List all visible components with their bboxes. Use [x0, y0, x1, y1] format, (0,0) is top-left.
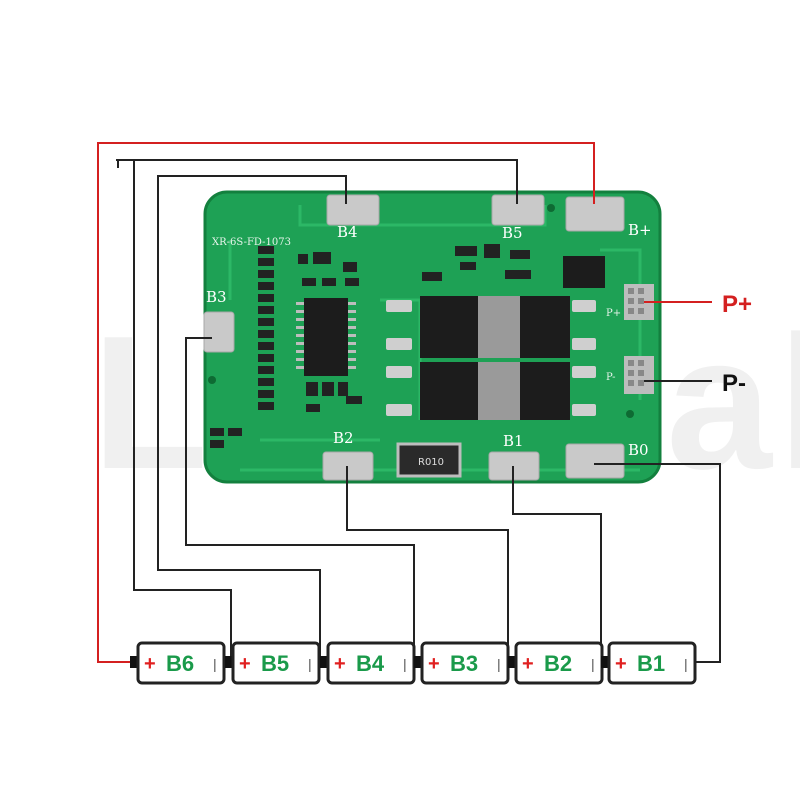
cell-minus-sign: |	[497, 656, 501, 672]
cell-b3: + B3 |	[414, 641, 510, 685]
sense-resistor-marking: R010	[418, 457, 444, 468]
wire-b5-lead	[133, 160, 232, 662]
wire-b1	[512, 466, 602, 662]
wire-b5-to-cells	[116, 159, 518, 204]
cell-plus-sign: +	[522, 653, 534, 675]
wire-b0	[594, 463, 721, 663]
wire-b2	[346, 466, 509, 662]
mounting-hole	[626, 410, 634, 418]
terminal-pplus-label: P+	[722, 291, 752, 318]
cell-b1: + B1 |	[601, 641, 697, 685]
pad-label-b5: B5	[502, 224, 523, 242]
cell-b2: + B2 |	[508, 641, 604, 685]
cell-b6: + B6 |	[130, 641, 226, 685]
pad-b3	[203, 311, 235, 353]
cell-b5: + B5 |	[225, 641, 321, 685]
cell-minus-sign: |	[308, 656, 312, 672]
cell-label: B5	[261, 651, 289, 676]
cell-plus-sign: +	[334, 653, 346, 675]
regulator-chip	[563, 256, 605, 288]
wires	[97, 142, 721, 663]
pad-b0	[565, 443, 625, 479]
battery-cells: + B6 | + B5 | + B4 | + B3 | +	[130, 641, 697, 685]
cell-plus-sign: +	[239, 653, 251, 675]
cell-minus-sign: |	[684, 656, 688, 672]
mounting-hole	[208, 376, 216, 384]
small-components	[298, 244, 531, 412]
cell-plus-sign: +	[615, 653, 627, 675]
silk-pminus: P-	[606, 372, 616, 383]
pad-label-b2: B2	[333, 429, 354, 447]
pad-b4	[326, 194, 380, 226]
pminus-header	[624, 356, 654, 394]
pad-label-b3: B3	[206, 288, 227, 306]
pad-label-bplus: B+	[628, 221, 652, 239]
cell-minus-sign: |	[591, 656, 595, 672]
silk-pplus: P+	[606, 308, 621, 319]
cell-minus-sign: |	[403, 656, 407, 672]
pad-label-b4: B4	[337, 223, 358, 241]
resistor-array	[210, 246, 274, 448]
cell-plus-sign: +	[144, 653, 156, 675]
cell-plus-sign: +	[428, 653, 440, 675]
cell-label: B4	[356, 651, 385, 676]
mosfet-array	[386, 296, 596, 420]
cell-minus-sign: |	[213, 656, 217, 672]
board-model-text: XR-6S-FD-1073	[212, 237, 291, 248]
wire-b3	[185, 337, 415, 662]
sense-resistor	[396, 442, 462, 478]
cell-label: B1	[637, 651, 665, 676]
cell-b4: + B4 |	[320, 641, 416, 685]
protection-ic	[296, 298, 356, 376]
pad-label-b1: B1	[503, 432, 524, 450]
cell-label: B6	[166, 651, 194, 676]
mounting-hole	[547, 204, 555, 212]
terminal-pminus-label: P-	[722, 370, 746, 397]
pcb-board: B4 B5 B+ B3 B2 B1 B0 XR-6S-FD-1073	[203, 190, 662, 484]
wire-b4	[157, 175, 347, 662]
pad-label-b0: B0	[628, 441, 649, 459]
wire-bplus-to-b6	[97, 142, 595, 663]
cell-label: B2	[544, 651, 572, 676]
cell-label: B3	[450, 651, 478, 676]
